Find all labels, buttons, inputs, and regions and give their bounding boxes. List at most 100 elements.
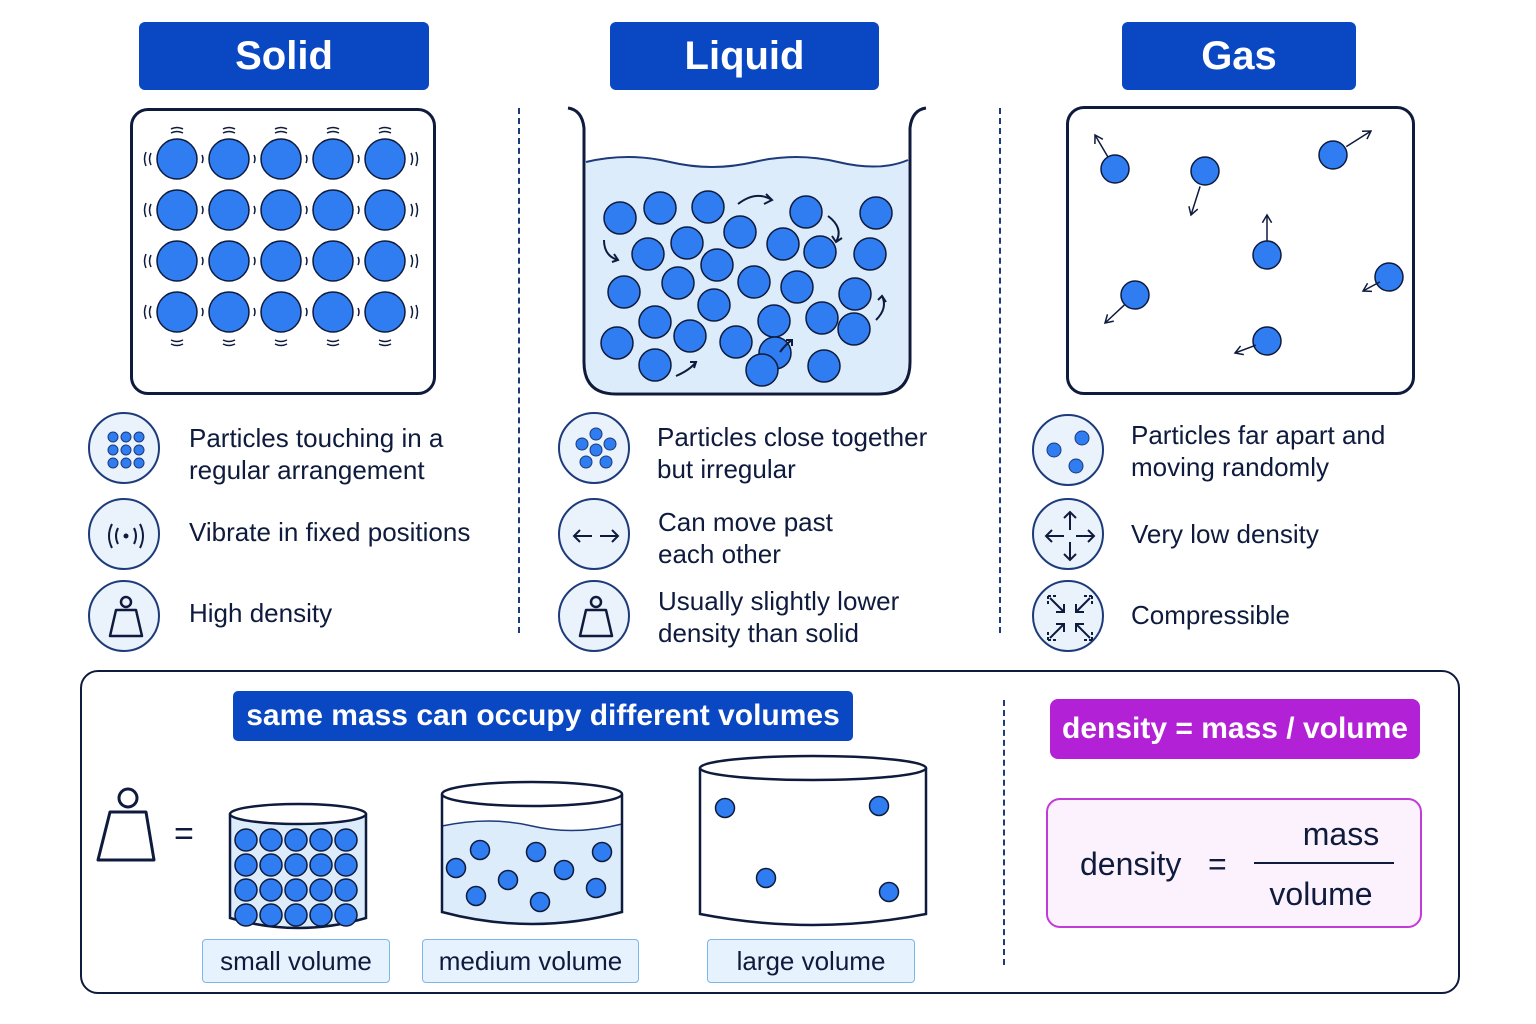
vibration-mark: [148, 305, 152, 319]
particle: [719, 325, 753, 359]
vibration-mark: [253, 154, 256, 164]
formula-numerator-mass: mass: [1302, 816, 1380, 852]
particle: [208, 189, 250, 231]
vibration-mark: [326, 343, 340, 347]
particle: [607, 275, 641, 309]
particle: [878, 881, 900, 903]
particle: [156, 291, 198, 333]
motion-arrow-icon: [1104, 304, 1126, 324]
vibration-mark: [326, 126, 340, 130]
vibration-mark: [357, 154, 360, 164]
particle: [670, 226, 704, 260]
vibration-mark: [201, 154, 204, 164]
particle: [803, 235, 837, 269]
formula-denominator-volume: volume: [1269, 876, 1373, 912]
particle: [312, 189, 354, 231]
particle: [766, 227, 800, 261]
compress-icon: [1032, 580, 1104, 652]
particle: [600, 326, 634, 360]
particle: [553, 859, 575, 881]
particle: [334, 903, 358, 927]
particle: [700, 248, 734, 282]
particle: [714, 797, 736, 819]
particle: [334, 878, 358, 902]
particle: [691, 190, 725, 224]
particle: [260, 240, 302, 282]
particle: [673, 319, 707, 353]
particle: [208, 240, 250, 282]
small-volume-label: small volume: [202, 939, 390, 983]
medium-volume-container: [440, 780, 624, 926]
vibration-mark: [378, 130, 392, 134]
particle: [838, 277, 872, 311]
particle: [156, 240, 198, 282]
gas-property-density: Very low density: [1131, 519, 1319, 549]
liquid-container-diagram: [567, 106, 927, 396]
vibration-mark: [326, 130, 340, 134]
vibration-mark: [170, 126, 184, 130]
vibration-mark: [143, 151, 147, 167]
vibration-mark: [148, 203, 152, 217]
particle: [638, 305, 672, 339]
vibration-mark: [326, 339, 340, 343]
medium-volume-label: medium volume: [422, 939, 639, 983]
vibration-mark: [415, 253, 419, 269]
vibration-mark: [148, 152, 152, 166]
mass-equals-sign: =: [174, 815, 194, 853]
particle: [1318, 140, 1348, 170]
large-volume-label: large volume: [707, 939, 915, 983]
particle: [312, 240, 354, 282]
motion-arrow-icon: [690, 361, 698, 369]
gas-property-arrangement: Particles far apart and moving randomly: [1131, 420, 1386, 482]
particle: [334, 828, 358, 852]
gas-particles-diagram: [1094, 130, 1404, 356]
vibration-mark: [222, 130, 236, 134]
vibration-mark: [410, 152, 414, 166]
motion-arrow-icon: [1361, 130, 1373, 140]
vibration-mark: [305, 154, 308, 164]
particle: [284, 828, 308, 852]
vibration-mark: [410, 305, 414, 319]
particle: [585, 877, 607, 899]
motion-arrow-icon: [831, 235, 843, 244]
particle: [697, 288, 731, 322]
vibration-mark: [170, 343, 184, 347]
motion-arrow-icon: [877, 294, 887, 303]
gas-title: Gas: [1122, 22, 1356, 90]
vibration-mark: [305, 256, 308, 266]
solid-property-arrangement: Particles touching in a regular arrangem…: [189, 423, 444, 485]
weight-icon: [558, 580, 630, 652]
motion-arrow-icon: [1261, 213, 1273, 224]
particle: [789, 195, 823, 229]
vibration-mark: [222, 339, 236, 343]
particle: [837, 312, 871, 346]
vibration-mark: [253, 256, 256, 266]
solid-property-vibrate: Vibrate in fixed positions: [189, 517, 471, 547]
vibration-mark: [143, 304, 147, 320]
same-mass-banner: same mass can occupy different volumes: [233, 691, 853, 741]
motion-arrow-icon: [827, 215, 840, 243]
four-arrows-icon: [1032, 498, 1104, 570]
vibration-mark: [201, 205, 204, 215]
particle: [234, 903, 258, 927]
solid-lattice-diagram: [143, 126, 419, 347]
particle: [497, 869, 519, 891]
vibration-mark: [201, 256, 204, 266]
vibration-mark: [378, 339, 392, 343]
gas-property-compressible: Compressible: [1131, 600, 1290, 630]
liquid-title: Liquid: [610, 22, 879, 90]
particle: [259, 878, 283, 902]
weight-icon: [96, 787, 156, 862]
particle: [723, 215, 757, 249]
vibration-mark: [274, 126, 288, 130]
column-divider: [518, 108, 520, 633]
particle: [259, 903, 283, 927]
particle: [309, 903, 333, 927]
particle: [755, 867, 777, 889]
particle: [853, 237, 887, 271]
motion-arrow-icon: [1190, 186, 1201, 216]
vibration-mark: [274, 130, 288, 134]
vibration-mark: [253, 307, 256, 317]
particle: [1252, 326, 1282, 356]
column-divider: [999, 108, 1001, 633]
